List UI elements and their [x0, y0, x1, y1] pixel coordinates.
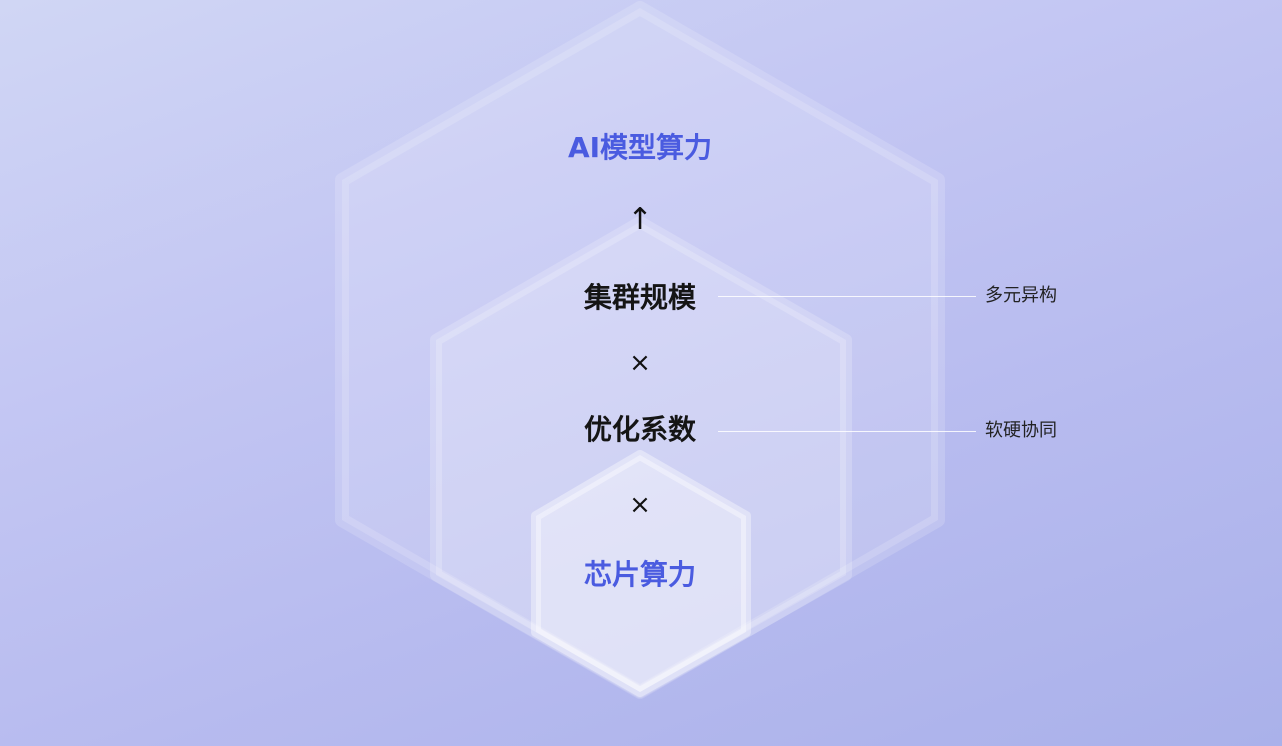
ai-model-compute-label: AI模型算力: [567, 131, 713, 164]
middle-hexagon: [430, 216, 852, 698]
outer-hexagon: [335, 1, 945, 699]
cluster-scale-label: 集群规模: [583, 281, 696, 314]
connector-line: [718, 431, 976, 432]
heterogeneous-note: 多元异构: [985, 285, 1057, 306]
arrow-up-icon: ↑: [627, 202, 653, 237]
inner-hexagon: [531, 450, 751, 697]
hw-sw-synergy-note: 软硬协同: [985, 420, 1057, 441]
connector-line: [718, 296, 976, 297]
optimization-coefficient-label: 优化系数: [583, 413, 696, 446]
multiply-icon: ×: [629, 348, 651, 378]
chip-compute-label: 芯片算力: [583, 558, 696, 591]
multiply-icon: ×: [629, 490, 651, 520]
